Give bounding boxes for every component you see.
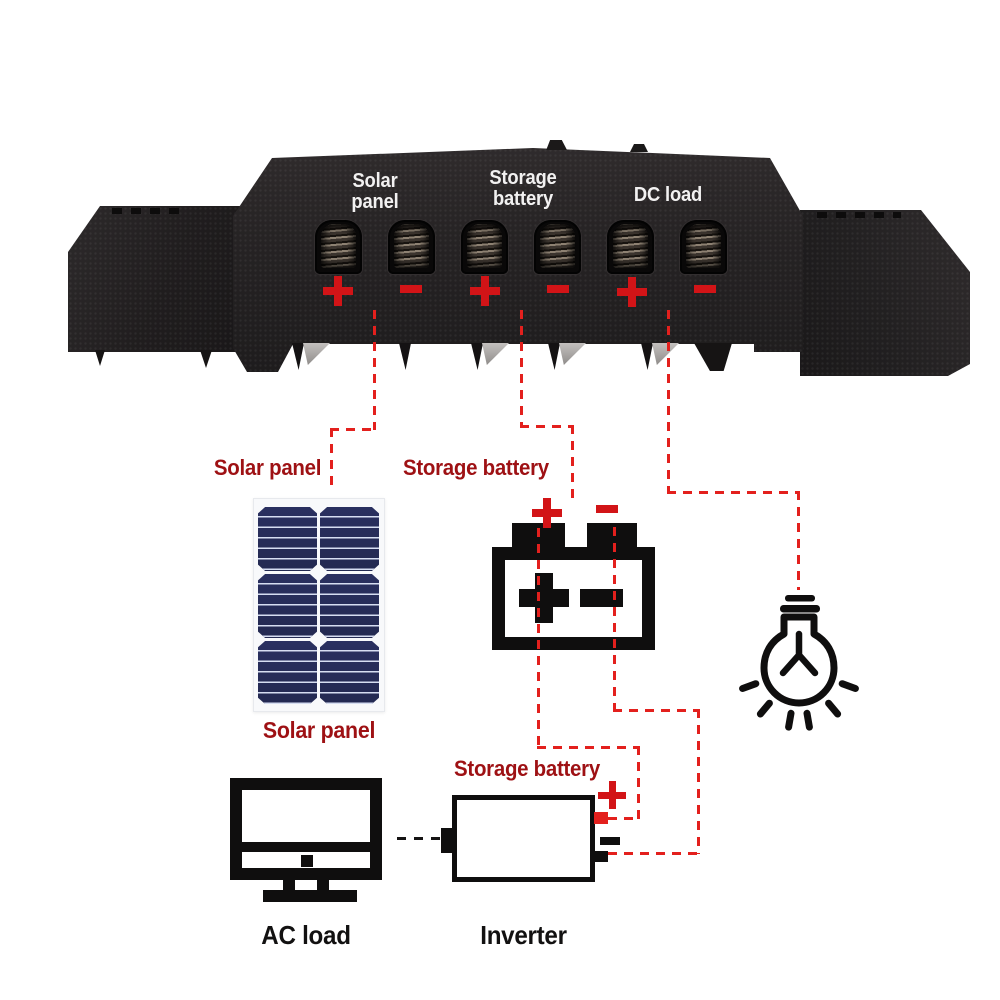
- wire-solar: [330, 428, 376, 431]
- monitor-base: [263, 890, 357, 902]
- wire-battery-plus-to-inverter: [637, 746, 640, 820]
- controller-right-wing: [800, 210, 970, 376]
- solar-panel-image: [253, 498, 385, 712]
- fin: [292, 343, 304, 370]
- fin: [303, 343, 330, 365]
- minus-mark-icon: [547, 285, 569, 293]
- right-wing-vents: [817, 212, 901, 218]
- inverter-caption: Inverter: [480, 920, 567, 950]
- screw-icon: [321, 224, 356, 268]
- minus-mark-icon: [400, 285, 422, 293]
- solar-cell: [320, 641, 379, 704]
- controller-top-knob: [630, 144, 648, 152]
- light-bulb-icon: [739, 595, 859, 731]
- wire-battery-minus-to-inverter: [613, 709, 700, 712]
- wire-battery-minus-to-inverter: [608, 852, 700, 855]
- left-wing-vents: [112, 208, 184, 214]
- fin: [399, 343, 411, 370]
- monitor-screen: [242, 790, 370, 842]
- wire-battery: [571, 425, 574, 502]
- terminal-battery-plus: [461, 220, 508, 274]
- terminal-battery-minus: [534, 220, 581, 274]
- wire-label-solar-panel: Solar panel: [213, 455, 322, 480]
- wire-ac-load-to-inverter: [397, 837, 443, 840]
- battery-plus-mark-icon: [532, 498, 562, 528]
- fin: [548, 343, 560, 370]
- wire-battery-minus-to-inverter: [613, 527, 616, 711]
- terminal-label-storage-battery: Storage battery: [489, 167, 557, 210]
- inverter-minus-mark-icon: [600, 837, 620, 845]
- terminal-solar-minus: [388, 220, 435, 274]
- inverter-body: [452, 795, 595, 882]
- mount-foot: [95, 350, 105, 366]
- wire-battery-plus-to-inverter: [537, 528, 540, 748]
- solar-panel-caption: Solar panel: [262, 717, 376, 743]
- wire-battery: [520, 310, 523, 427]
- monitor-leg: [283, 880, 295, 890]
- battery-minus-symbol: [580, 589, 623, 607]
- inverter-plus-terminal: [594, 812, 608, 824]
- terminal-label-solar-panel: Solar panel: [351, 170, 399, 213]
- solar-cell: [320, 507, 379, 571]
- wire-battery: [520, 425, 574, 428]
- wire-battery-plus-to-inverter: [608, 817, 640, 820]
- solar-cell: [258, 641, 317, 704]
- solar-cell: [258, 574, 317, 638]
- wire-dc-load: [797, 491, 800, 590]
- fin: [482, 343, 509, 365]
- fin: [652, 343, 679, 365]
- inverter-minus-terminal: [594, 851, 608, 862]
- plus-mark-icon: [617, 277, 647, 307]
- fin: [641, 343, 653, 370]
- terminal-load-plus: [607, 220, 654, 274]
- wire-dc-load: [667, 491, 800, 494]
- plus-mark-icon: [323, 276, 353, 306]
- wire-label-storage-battery: Storage battery: [402, 455, 549, 480]
- solar-cell: [320, 574, 379, 638]
- ac-load-caption: AC load: [261, 920, 351, 950]
- battery-terminal-post: [587, 523, 637, 548]
- wire-solar: [373, 310, 376, 430]
- terminal-load-minus: [680, 220, 727, 274]
- screw-icon: [467, 224, 502, 268]
- fin: [559, 343, 586, 365]
- battery-minus-mark-icon: [596, 505, 618, 513]
- mount-foot: [200, 350, 212, 368]
- screw-icon: [686, 224, 721, 268]
- fin: [471, 343, 483, 370]
- wire-dc-load: [667, 310, 670, 493]
- fin: [694, 343, 732, 371]
- inverter-input-tab: [441, 828, 453, 853]
- screw-icon: [394, 224, 429, 268]
- terminal-solar-plus: [315, 220, 362, 274]
- inverter-plus-mark-icon: [598, 781, 626, 809]
- monitor-button: [301, 855, 313, 867]
- minus-mark-icon: [694, 285, 716, 293]
- plus-mark-icon: [470, 276, 500, 306]
- inverter-wire-label: Storage battery: [454, 756, 600, 781]
- wire-battery-minus-to-inverter: [697, 709, 700, 854]
- controller-left-wing: [68, 206, 246, 352]
- screw-icon: [613, 224, 648, 268]
- terminal-label-dc-load: DC load: [633, 184, 703, 206]
- wire-solar: [330, 428, 333, 492]
- screw-icon: [540, 224, 575, 268]
- wire-battery-plus-to-inverter: [537, 746, 640, 749]
- solar-cell: [258, 507, 317, 571]
- monitor-leg: [317, 880, 329, 890]
- controller-top-knob: [546, 140, 567, 150]
